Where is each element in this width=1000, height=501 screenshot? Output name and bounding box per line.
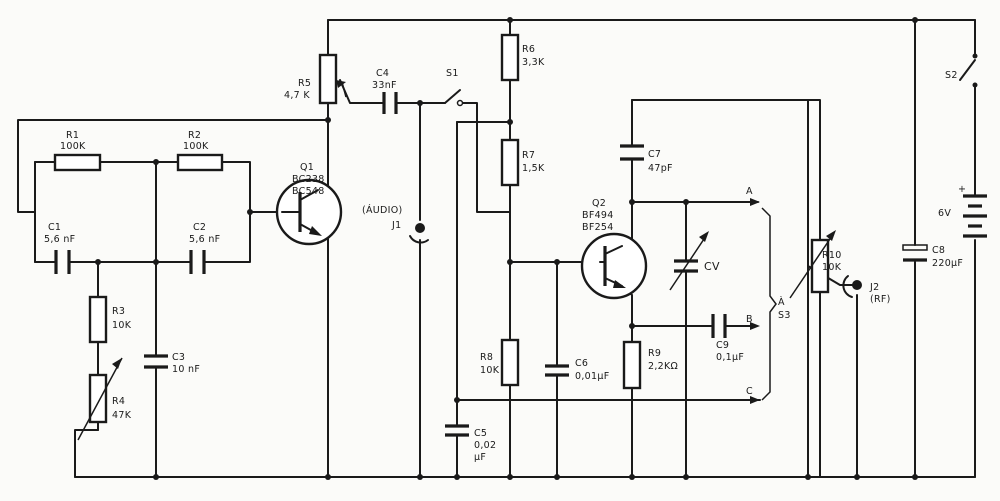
svg-text:R9: R9 — [648, 348, 661, 359]
svg-text:À: À — [778, 296, 785, 308]
wires — [17, 19, 976, 478]
svg-text:10K: 10K — [822, 262, 842, 273]
svg-text:5,6 nF: 5,6 nF — [44, 234, 75, 245]
svg-text:100K: 100K — [60, 141, 86, 152]
svg-text:C7: C7 — [648, 149, 661, 160]
svg-text:S3: S3 — [778, 310, 791, 321]
svg-text:R6: R6 — [522, 44, 535, 55]
svg-text:BC238: BC238 — [292, 174, 325, 185]
capacitor-c1: C1 5,6 nF — [44, 222, 75, 274]
svg-text:1,5K: 1,5K — [522, 163, 545, 174]
svg-text:Q2: Q2 — [592, 198, 606, 209]
switch-s2: S2 — [945, 53, 978, 88]
svg-text:3,3K: 3,3K — [522, 57, 545, 68]
svg-text:J1: J1 — [391, 220, 401, 231]
junction-dots — [95, 17, 918, 480]
capacitor-c5: C5 0,02 μF — [445, 424, 496, 463]
variable-capacitor-cv: CV — [669, 231, 720, 291]
transistor-q1: Q1 BC238 BC548 — [275, 162, 343, 246]
svg-text:R1: R1 — [66, 130, 79, 141]
resistor-r9: R9 2,2KΩ — [622, 340, 678, 390]
svg-text:C5: C5 — [474, 428, 487, 439]
resistor-r6: R6 3,3K — [500, 33, 545, 82]
resistor-r2: R2 100K — [176, 130, 224, 172]
svg-text:C3: C3 — [172, 352, 185, 363]
svg-text:C4: C4 — [376, 68, 389, 79]
svg-text:100K: 100K — [183, 141, 209, 152]
transistor-q2: Q2 BF494 BF254 — [580, 198, 648, 300]
svg-text:(RF): (RF) — [870, 294, 891, 305]
svg-text:+: + — [958, 184, 966, 195]
s3-taps: A B C À S3 — [746, 186, 791, 404]
svg-text:0,1μF: 0,1μF — [716, 352, 744, 363]
svg-text:BF494: BF494 — [582, 210, 614, 221]
svg-text:R10: R10 — [822, 250, 842, 261]
svg-text:S1: S1 — [446, 68, 459, 79]
svg-text:10 nF: 10 nF — [172, 364, 200, 375]
capacitor-c3: C3 10 nF — [144, 352, 200, 375]
resistor-r1: R1 100K — [53, 130, 102, 172]
capacitor-c8: C8 220μF — [902, 244, 963, 269]
potentiometer-r10: R10 10K — [789, 230, 842, 299]
resistor-r3: R3 10K — [88, 295, 132, 344]
svg-text:A: A — [746, 186, 753, 197]
svg-text:C6: C6 — [575, 358, 588, 369]
battery-6v: + 6V — [938, 184, 987, 238]
jack-j1: (ÁUDIO) J1 — [362, 204, 429, 244]
svg-text:4,7 K: 4,7 K — [284, 90, 310, 101]
svg-text:C8: C8 — [932, 245, 945, 256]
svg-text:BC548: BC548 — [292, 186, 325, 197]
svg-text:0,02: 0,02 — [474, 440, 496, 451]
potentiometer-r5: R5 4,7 K — [284, 53, 347, 105]
capacitor-c6: C6 0,01μF — [545, 358, 609, 382]
svg-text:μF: μF — [474, 452, 486, 463]
svg-text:10K: 10K — [480, 365, 500, 376]
svg-text:CV: CV — [704, 260, 720, 273]
svg-text:C9: C9 — [716, 340, 729, 351]
svg-text:C2: C2 — [193, 222, 206, 233]
svg-text:B: B — [746, 314, 753, 325]
jack-j2: J2 (RF) — [842, 275, 891, 305]
svg-text:2,2KΩ: 2,2KΩ — [648, 361, 678, 372]
resistor-r8: R8 10K — [480, 338, 520, 387]
capacitor-c7: C7 47pF — [620, 144, 673, 174]
svg-text:6V: 6V — [938, 208, 951, 219]
svg-text:(ÁUDIO): (ÁUDIO) — [362, 204, 403, 216]
capacitor-c4: C4 33nF — [372, 68, 398, 114]
capacitor-c9: C9 0,1μF — [711, 314, 744, 363]
svg-text:R2: R2 — [188, 130, 201, 141]
svg-text:220μF: 220μF — [932, 258, 963, 269]
resistor-r7: R7 1,5K — [500, 138, 545, 187]
svg-text:10K: 10K — [112, 320, 132, 331]
svg-text:C1: C1 — [48, 222, 61, 233]
svg-text:R7: R7 — [522, 150, 535, 161]
svg-text:C: C — [746, 386, 753, 397]
svg-text:Q1: Q1 — [300, 162, 314, 173]
svg-text:J2: J2 — [869, 282, 879, 293]
svg-text:BF254: BF254 — [582, 222, 614, 233]
capacitor-c2: C2 5,6 nF — [189, 222, 220, 274]
switch-s1: S1 — [446, 68, 464, 107]
resistor-r4: R4 47K — [77, 357, 132, 441]
svg-text:33nF: 33nF — [372, 80, 397, 91]
svg-text:0,01μF: 0,01μF — [575, 371, 609, 382]
svg-text:R4: R4 — [112, 396, 125, 407]
svg-text:R8: R8 — [480, 352, 493, 363]
svg-text:5,6 nF: 5,6 nF — [189, 234, 220, 245]
svg-text:R3: R3 — [112, 306, 125, 317]
svg-text:S2: S2 — [945, 70, 958, 81]
svg-text:R5: R5 — [298, 78, 311, 89]
svg-text:47K: 47K — [112, 410, 132, 421]
svg-text:47pF: 47pF — [648, 163, 673, 174]
